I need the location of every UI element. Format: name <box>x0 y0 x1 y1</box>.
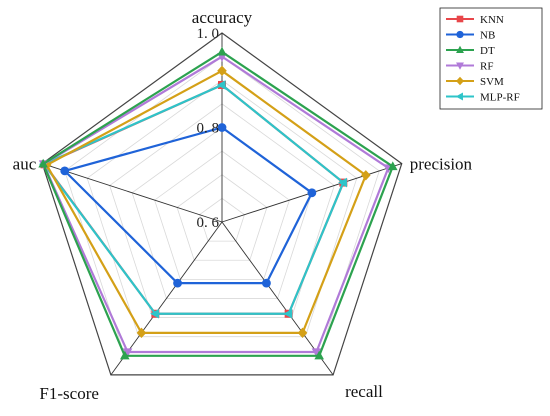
series-nb <box>60 123 317 288</box>
series-layer <box>38 46 398 360</box>
data-point-dt <box>387 161 398 171</box>
legend-marker-mlp-rf <box>455 92 463 101</box>
axis-spoke <box>42 163 223 223</box>
series-line-dt <box>42 50 394 357</box>
legend-marker-knn <box>456 15 464 23</box>
data-point-nb <box>173 278 182 288</box>
axis-label-accuracy: accuracy <box>192 8 253 27</box>
data-point-mlp-rf <box>283 308 293 319</box>
grid-ring <box>86 79 358 338</box>
series-dt <box>38 46 398 360</box>
legend-marker-nb <box>456 30 464 39</box>
data-point-mlp-rf <box>150 308 159 319</box>
grid-ring <box>176 174 268 261</box>
legend-label-knn: KNN <box>480 14 504 26</box>
legend-label-rf: RF <box>480 61 493 73</box>
radial-tick-label: 1. 0 <box>197 26 220 42</box>
series-line-svm <box>45 69 367 334</box>
axis-label-recall: recall <box>345 382 383 401</box>
axis-label-auc: auc <box>13 155 37 174</box>
legend-label-mlp-rf: MLP-RF <box>480 92 520 104</box>
series-svm <box>41 65 371 339</box>
data-point-mlp-rf <box>338 177 347 188</box>
grid-ring <box>199 197 245 242</box>
data-point-dt <box>314 350 325 360</box>
legend-label-dt: DT <box>480 45 495 57</box>
grid-ring <box>109 103 335 318</box>
data-point-dt <box>119 350 130 360</box>
grid-layer <box>41 32 403 376</box>
series-line-nb <box>63 126 313 285</box>
data-point-svm <box>360 170 371 181</box>
data-point-nb <box>60 166 70 176</box>
axis-label-precision: precision <box>410 155 473 174</box>
data-point-mlp-rf <box>216 80 226 90</box>
series-rf <box>38 53 394 358</box>
legend-box <box>439 7 543 110</box>
data-point-dt <box>217 46 227 56</box>
data-point-dt <box>38 158 48 168</box>
grid-ring <box>154 150 290 280</box>
outer-grid-ring <box>41 32 403 376</box>
data-point-rf <box>122 348 133 358</box>
legend-label-svm: SVM <box>480 76 504 88</box>
data-point-nb <box>307 188 317 198</box>
legend-marker-rf <box>456 62 464 70</box>
data-point-nb <box>217 123 227 132</box>
legend: KNN NB DT RF SVM MLP-RF <box>439 7 543 110</box>
data-point-nb <box>262 278 271 288</box>
data-point-rf <box>311 348 322 358</box>
data-point-svm <box>217 65 227 76</box>
radial-tick-label: 0. 8 <box>197 121 220 137</box>
legend-marker-dt <box>456 45 464 53</box>
data-point-svm <box>136 327 147 339</box>
radial-tick-label: 0. 6 <box>197 215 220 231</box>
data-point-svm <box>297 327 308 339</box>
legend-marker-svm <box>456 76 464 86</box>
axis-label-f1-score: F1-score <box>39 384 98 403</box>
legend-label-nb: NB <box>480 30 495 42</box>
